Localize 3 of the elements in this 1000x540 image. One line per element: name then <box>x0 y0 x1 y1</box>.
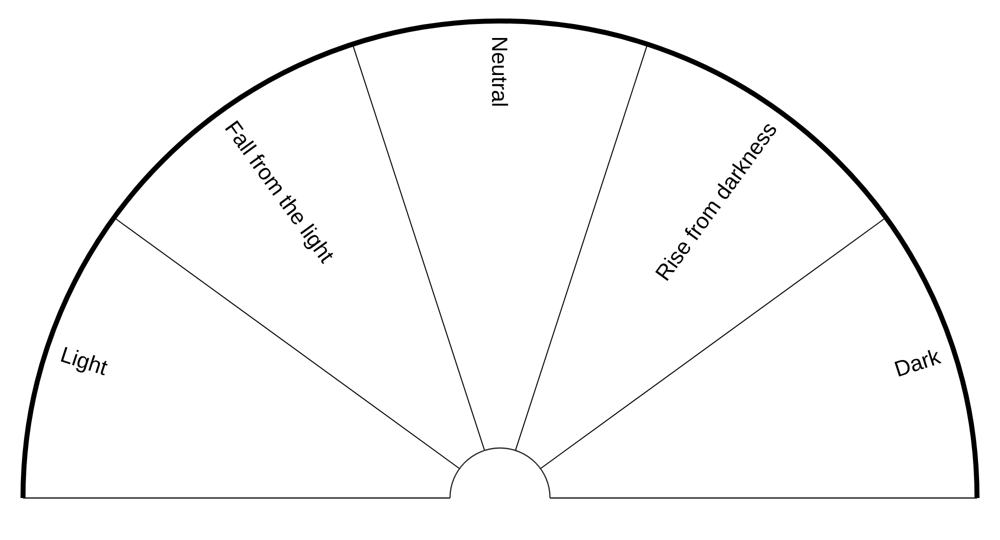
sector-label: Neutral <box>492 38 508 106</box>
sector-label: Light <box>60 346 108 376</box>
sector-label: Dark <box>894 350 942 377</box>
